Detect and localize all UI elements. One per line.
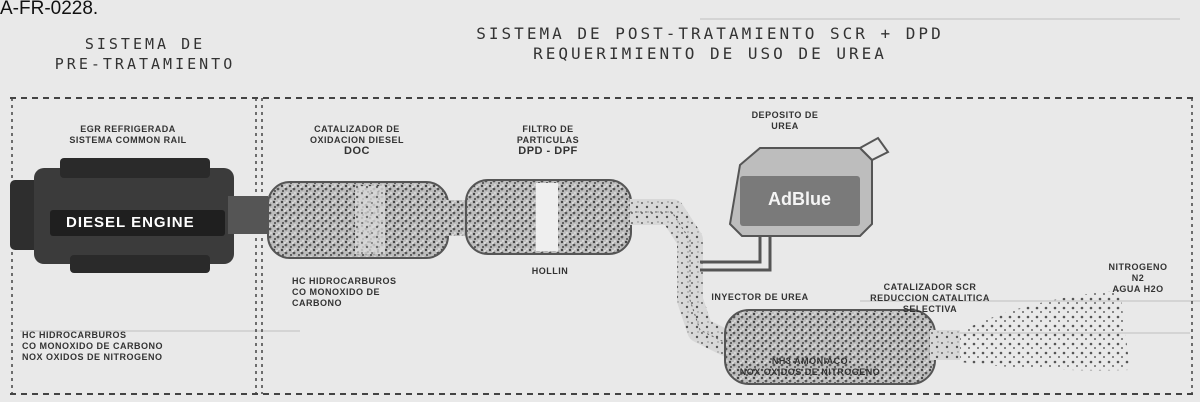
dpf-label-line1: FILTRO DE (522, 124, 574, 134)
dpf-label-line2: PARTICULAS (516, 135, 580, 145)
scr-input-label: NH3 AMONIACO NOX OXIDOS DE NITROGENO (720, 356, 900, 378)
scr-input-line1: NH3 AMONIACO (771, 356, 849, 366)
egr-label: EGR REFRIGERADA SISTEMA COMMON RAIL (28, 124, 228, 146)
scr-input-line2: NOX OXIDOS DE NITROGENO (739, 367, 881, 377)
urea-injector-label: INYECTOR DE UREA (711, 292, 809, 302)
urea-tank (728, 136, 890, 237)
urea-tank-label-line2: UREA (771, 121, 799, 131)
scr-catalyst (724, 309, 960, 385)
post-treatment-title-line2: REQUERIMIENTO DE USO DE UREA (533, 44, 887, 63)
exhaust-pipe-to-scr (630, 199, 736, 357)
scr-label-line1: CATALIZADOR SCR (883, 282, 977, 292)
engine-emissions-line3: NOX OXIDOS DE NITROGENO (22, 352, 163, 362)
hollin-label: HOLLIN (531, 266, 569, 276)
document-id: A-FR-0228. (0, 0, 99, 19)
doc-catalyst (267, 181, 449, 259)
scr-label-line3: SELECTIVA (902, 304, 958, 314)
doc-emissions-label: HC HIDROCARBUROS CO MONOXIDO DE CARBONO (292, 276, 442, 309)
diesel-engine-block (10, 158, 268, 273)
clean-output-line3: AGUA H2O (1112, 284, 1164, 294)
post-treatment-title-line1: SISTEMA DE POST-TRATAMIENTO SCR + DPD (476, 24, 944, 43)
background-scan-line (20, 330, 300, 332)
post-treatment-title: SISTEMA DE POST-TRATAMIENTO SCR + DPD RE… (360, 24, 1060, 64)
doc-emissions-line2: CO MONOXIDO DE (292, 287, 381, 297)
dpf-filter (465, 179, 632, 255)
engine-emissions-label: HC HIDROCARBUROS CO MONOXIDO DE CARBONO … (22, 330, 242, 363)
doc-label: CATALIZADOR DE OXIDACION DIESEL DOC (282, 124, 432, 157)
dpf-label-line3: DPD - DPF (518, 145, 578, 157)
doc-label-line2: OXIDACION DIESEL (309, 135, 404, 145)
background-scan-line (860, 300, 1200, 302)
urea-tank-label: DEPOSITO DE UREA (730, 110, 840, 132)
pre-treatment-title-line1: SISTEMA DE (84, 35, 206, 53)
clean-emission-cloud (960, 290, 1130, 371)
egr-label-line1: EGR REFRIGERADA (80, 124, 176, 134)
engine-label: DIESEL ENGINE (66, 214, 195, 231)
urea-feed-line (700, 236, 762, 264)
doc-label-line1: CATALIZADOR DE (314, 124, 400, 134)
scr-label-line2: REDUCCION CATALITICA (870, 293, 990, 303)
engine-emissions-line2: CO MONOXIDO DE CARBONO (22, 341, 164, 351)
clean-output-label: NITROGENO N2 AGUA H2O (1098, 262, 1178, 295)
pre-treatment-title-line2: PRE-TRATAMIENTO (54, 55, 236, 73)
clean-output-line2: N2 (1131, 273, 1145, 283)
pipe-doc-dpf (446, 200, 468, 236)
adblue-logo: AdBlue (768, 189, 831, 209)
dpf-label: FILTRO DE PARTICULAS DPD - DPF (488, 124, 608, 157)
urea-return-line (700, 236, 772, 272)
background-scan-line (700, 18, 1180, 20)
pre-treatment-title: SISTEMA DE PRE-TRATAMIENTO (40, 34, 250, 74)
exhaust-pipe-outline (630, 211, 731, 346)
scr-label: CATALIZADOR SCR REDUCCION CATALITICA SEL… (850, 282, 1010, 315)
doc-emissions-line3: CARBONO (292, 298, 342, 308)
engine-emissions-line1: HC HIDROCARBUROS (22, 330, 127, 340)
doc-emissions-line1: HC HIDROCARBUROS (292, 276, 397, 286)
urea-tank-label-line1: DEPOSITO DE (751, 110, 819, 120)
doc-label-line3: DOC (344, 145, 370, 157)
egr-label-line2: SISTEMA COMMON RAIL (69, 135, 187, 145)
clean-output-line1: NITROGENO (1108, 262, 1168, 272)
